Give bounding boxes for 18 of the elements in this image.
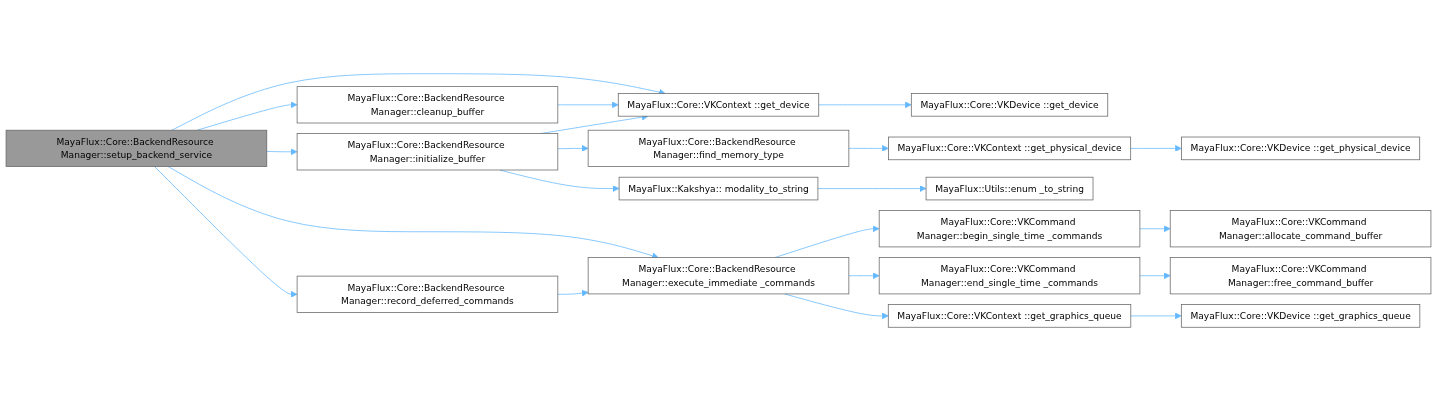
node-box: MayaFlux::Core::VKCommand Manager::begin_single_time _commands (878, 210, 1141, 248)
node-box: MayaFlux::Core::VKCommand Manager::end_single_time _commands (878, 257, 1141, 295)
node-box: MayaFlux::Core::BackendResource Manager::setup_backend_service (5, 129, 268, 167)
node-box: MayaFlux::Core::VKContext ::get_graphics_queue (887, 304, 1132, 328)
node-box: MayaFlux::Core::VKContext ::get_physical_device (888, 136, 1132, 161)
node-box: MayaFlux::Core::VKCommand Manager::allocate_command_buffer (1169, 210, 1432, 248)
node-box: MayaFlux::Utils::enum _to_string (925, 176, 1094, 201)
node-box: MayaFlux::Core::BackendResource Manager::initialize_buffer (296, 133, 559, 171)
node-box: MayaFlux::Core::BackendResource Manager::record_deferred_commands (296, 275, 559, 313)
node-box: MayaFlux::Core::VKContext ::get_device (617, 93, 820, 117)
node-box: MayaFlux::Core::BackendResource Manager::execute_immediate _commands (587, 257, 850, 295)
node-box: MayaFlux::Core::VKCommand Manager::free_command_buffer (1169, 257, 1432, 295)
node-box: MayaFlux::Core::BackendResource Manager::find_memory_type (587, 129, 850, 167)
node-box: MayaFlux::Core::VKDevice ::get_graphics_queue (1180, 304, 1421, 328)
node-box: MayaFlux::Kakshya:: modality_to_string (618, 176, 819, 201)
node-box: MayaFlux::Core::BackendResource Manager::cleanup_buffer (296, 86, 559, 124)
node-box: MayaFlux::Core::VKDevice ::get_device (910, 93, 1109, 117)
node-box: MayaFlux::Core::VKDevice ::get_physical_device (1181, 136, 1421, 161)
